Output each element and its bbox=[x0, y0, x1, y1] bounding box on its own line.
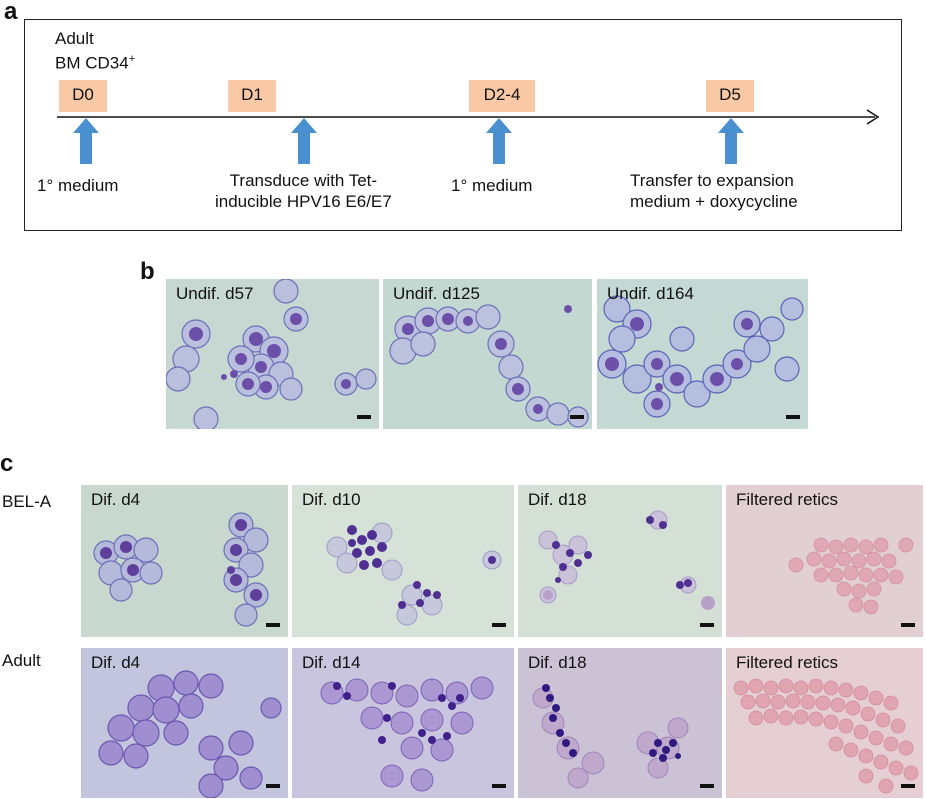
row-label-bel-a: BEL-A bbox=[2, 492, 52, 511]
timeline-axis bbox=[57, 109, 880, 125]
cell-cluster bbox=[166, 279, 377, 429]
cell-cluster bbox=[538, 510, 715, 610]
micrograph-undif-d164: Undif. d164 bbox=[597, 279, 808, 429]
timeline-panel: Adult BM CD34+ D0 D1 D2-4 D5 1° medium T… bbox=[24, 19, 902, 231]
scale-bar bbox=[901, 784, 915, 788]
cell-cluster bbox=[733, 678, 919, 794]
cell-cluster bbox=[788, 537, 914, 615]
day-box-d5: D5 bbox=[706, 80, 754, 112]
micrograph-bel-a-dif-d4: Dif. d4 bbox=[81, 485, 288, 637]
micrograph-undif-d125: Undif. d125 bbox=[383, 279, 592, 429]
scale-bar bbox=[266, 623, 280, 627]
cell-cluster bbox=[532, 684, 689, 789]
scale-bar bbox=[570, 415, 584, 419]
scale-bar bbox=[357, 415, 371, 419]
micrograph-adult-filtered-retics: Filtered retics bbox=[726, 648, 923, 798]
micrograph-adult-dif-d14: Dif. d14 bbox=[292, 648, 514, 798]
arrow-up-icon bbox=[718, 118, 744, 164]
cell-cluster bbox=[389, 304, 589, 428]
arrow-up-icon bbox=[73, 118, 99, 164]
scale-bar bbox=[700, 623, 714, 627]
scale-bar bbox=[266, 784, 280, 788]
step-text-d1: Transduce with Tet- inducible HPV16 E6/E… bbox=[215, 171, 392, 211]
micrograph-adult-dif-d4: Dif. d4 bbox=[81, 648, 288, 798]
day-box-d2-4: D2-4 bbox=[469, 80, 535, 112]
arrow-up-icon bbox=[291, 118, 317, 164]
day-box-d1: D1 bbox=[228, 80, 276, 112]
scale-bar bbox=[492, 623, 506, 627]
cell-cluster bbox=[98, 670, 282, 798]
source-label-line2: BM CD34+ bbox=[55, 53, 136, 73]
micrograph-bel-a-dif-d10: Dif. d10 bbox=[292, 485, 514, 637]
scale-bar bbox=[492, 784, 506, 788]
timeline-arrowhead bbox=[866, 109, 880, 125]
micrograph-adult-dif-d18: Dif. d18 bbox=[518, 648, 722, 798]
row-label-adult: Adult bbox=[2, 651, 41, 670]
panel-letter-c: c bbox=[0, 450, 14, 477]
panel-letter-b: b bbox=[140, 258, 155, 285]
cell-cluster bbox=[326, 522, 502, 626]
micrograph-undif-d57: Undif. d57 bbox=[166, 279, 379, 429]
step-text-d5: Transfer to expansion medium + doxycycli… bbox=[630, 171, 798, 211]
cell-cluster bbox=[93, 512, 269, 627]
scale-bar bbox=[786, 415, 800, 419]
scale-bar bbox=[901, 623, 915, 627]
cell-cluster bbox=[320, 676, 494, 792]
scale-bar bbox=[700, 784, 714, 788]
micrograph-bel-a-filtered-retics: Filtered retics bbox=[726, 485, 923, 637]
cell-cluster bbox=[597, 295, 804, 418]
step-text-d0: 1° medium bbox=[37, 176, 119, 195]
day-box-d0: D0 bbox=[59, 80, 107, 112]
micrograph-bel-a-dif-d18: Dif. d18 bbox=[518, 485, 722, 637]
source-label-line1: Adult bbox=[55, 29, 94, 48]
panel-letter-a: a bbox=[4, 0, 18, 25]
step-text-d2-4: 1° medium bbox=[451, 176, 533, 195]
arrow-up-icon bbox=[486, 118, 512, 164]
